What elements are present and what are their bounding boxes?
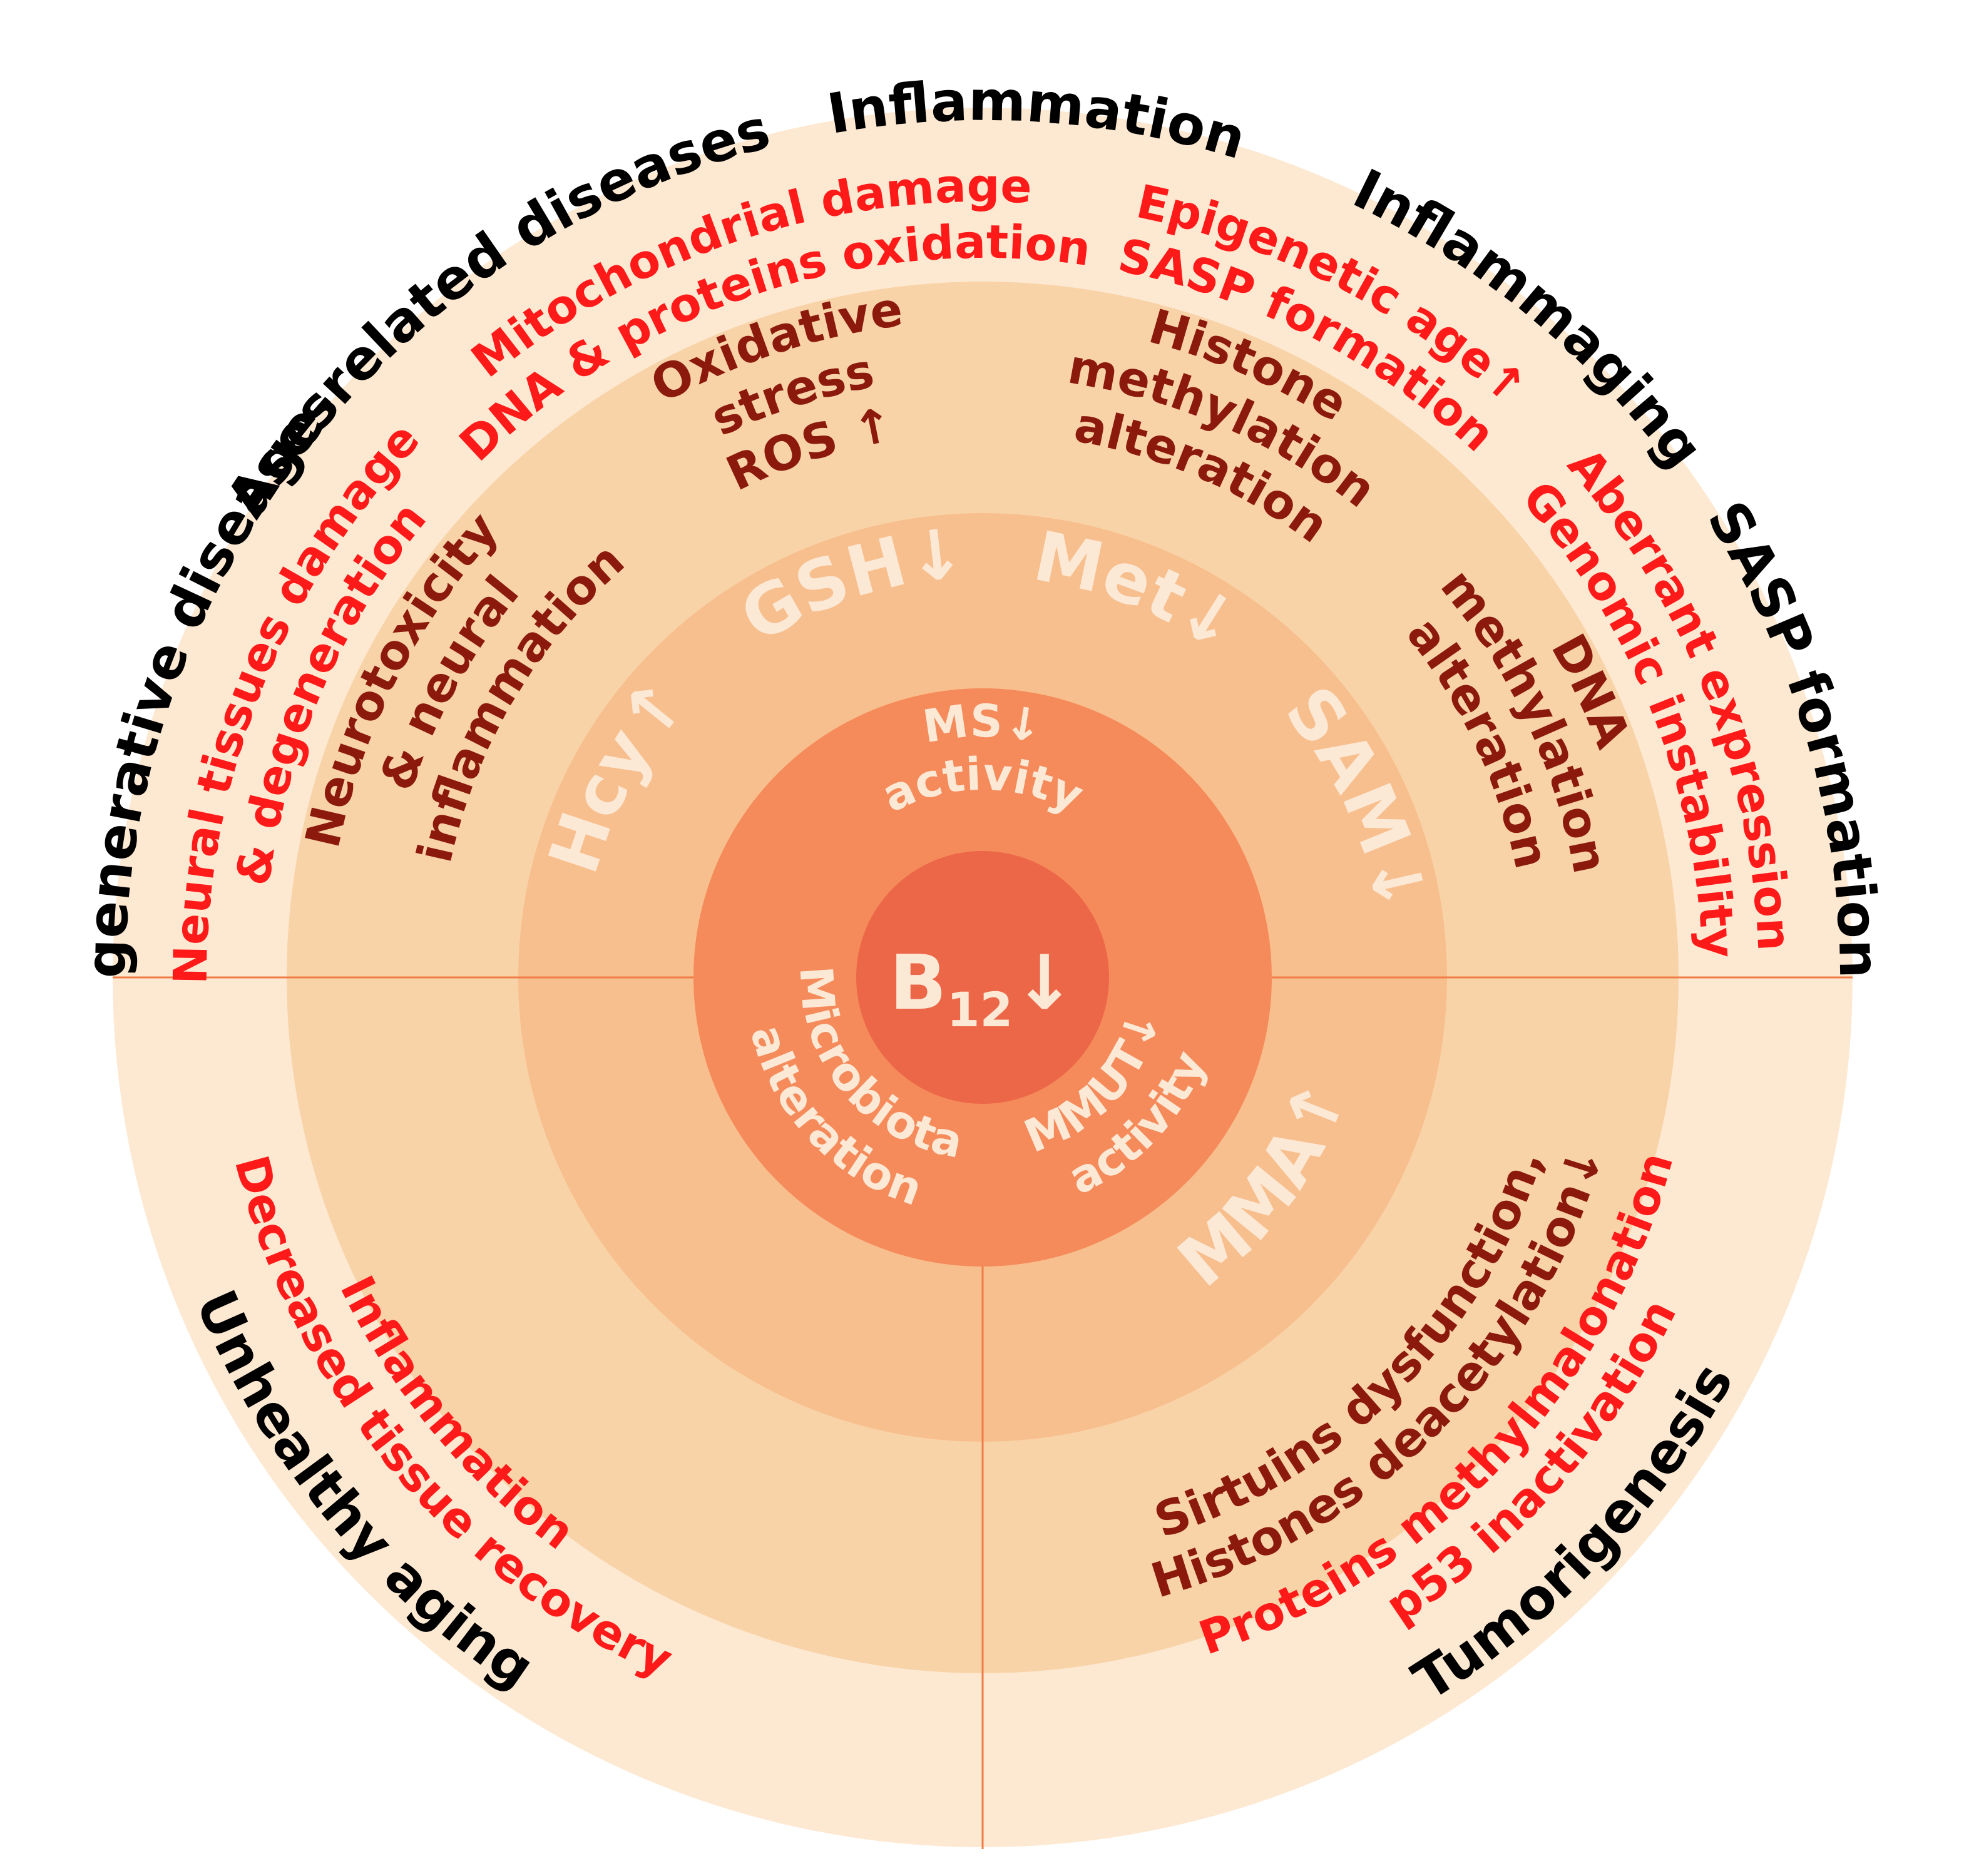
core-circle <box>856 851 1109 1104</box>
label-b12: B12↓ <box>889 940 1076 1037</box>
label-ms: MS↓ <box>919 695 1046 753</box>
